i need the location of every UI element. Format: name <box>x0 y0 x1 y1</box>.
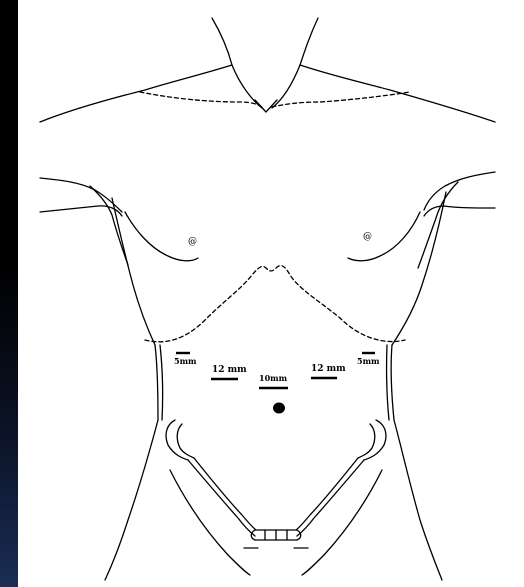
right-iliac-crest-inner <box>358 424 375 458</box>
left-inguinal-inner <box>194 458 256 530</box>
left-inguinal-outer <box>188 460 255 536</box>
right-arm-bottom <box>424 206 495 216</box>
clavicle-left <box>140 92 262 107</box>
right-pectoral <box>348 212 420 261</box>
right-waist-outer <box>391 345 394 420</box>
neck-left-outline <box>212 18 232 65</box>
left-side-upper <box>112 198 155 345</box>
right-inguinal-inner <box>296 458 358 530</box>
left-iliac-crest-inner <box>177 424 194 458</box>
neck-left-muscle <box>232 65 262 108</box>
center-10mm-label: 10mm <box>259 373 288 383</box>
left-armpit-curve <box>90 186 128 265</box>
left-hip-outer <box>105 420 158 580</box>
left-12mm-label: 12 mm <box>212 365 247 375</box>
costal-margin <box>145 266 405 342</box>
right-arm-top <box>424 172 495 210</box>
umbilicus-dot <box>273 403 285 414</box>
right-5mm-label: 5mm <box>357 356 380 366</box>
neck-right-outline <box>300 18 318 65</box>
left-5mm-label: 5mm <box>174 356 197 366</box>
clavicle-right <box>272 92 410 107</box>
left-nipple-mark: @ <box>188 237 197 247</box>
shoulder-left-line <box>40 65 232 122</box>
right-nipple-mark: @ <box>363 232 372 242</box>
right-armpit-curve <box>418 182 458 268</box>
right-waist-inner <box>387 345 389 420</box>
right-hip-outer <box>394 420 442 580</box>
right-12mm-label: 12 mm <box>311 364 346 374</box>
left-waist-outer <box>155 345 158 420</box>
right-inguinal-outer <box>297 460 364 536</box>
left-waist-inner <box>160 345 163 420</box>
